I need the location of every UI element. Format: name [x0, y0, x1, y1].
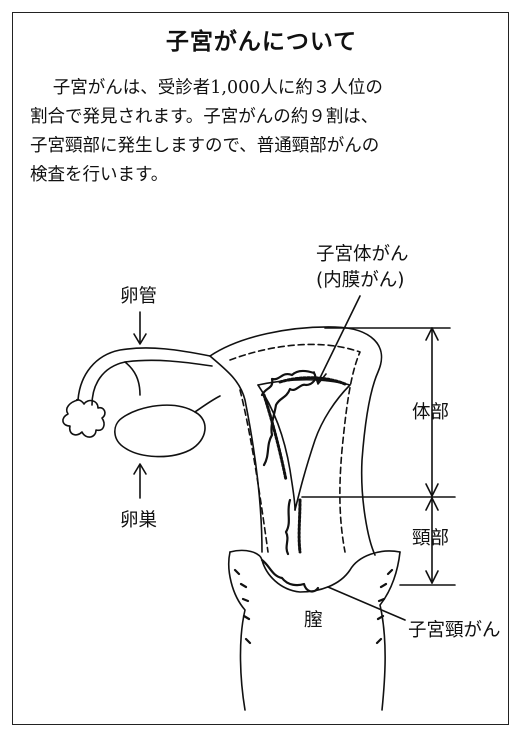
vagina-wall-right [380, 552, 400, 710]
ovary [115, 405, 205, 456]
label-body-part: 体部 [412, 398, 449, 424]
label-vagina: 膣 [304, 606, 323, 632]
uterus-inner-dashed [230, 344, 360, 552]
label-cervical-cancer: 子宮頸がん [408, 616, 501, 642]
vagina-wall-left [229, 552, 245, 710]
label-cervix-part: 頸部 [412, 524, 449, 550]
cervical-cancer-pointer [328, 587, 405, 620]
label-fallopian-tube: 卵管 [120, 282, 157, 308]
label-ovary: 卵巣 [120, 506, 157, 532]
endometrium-line [258, 380, 350, 510]
fimbriae [63, 400, 105, 437]
uterus-outline-left [210, 356, 262, 552]
label-body-cancer-2: (内膜がん) [316, 266, 404, 292]
label-body-cancer-1: 子宮体がん [316, 240, 409, 266]
fallopian-tube [78, 348, 210, 400]
